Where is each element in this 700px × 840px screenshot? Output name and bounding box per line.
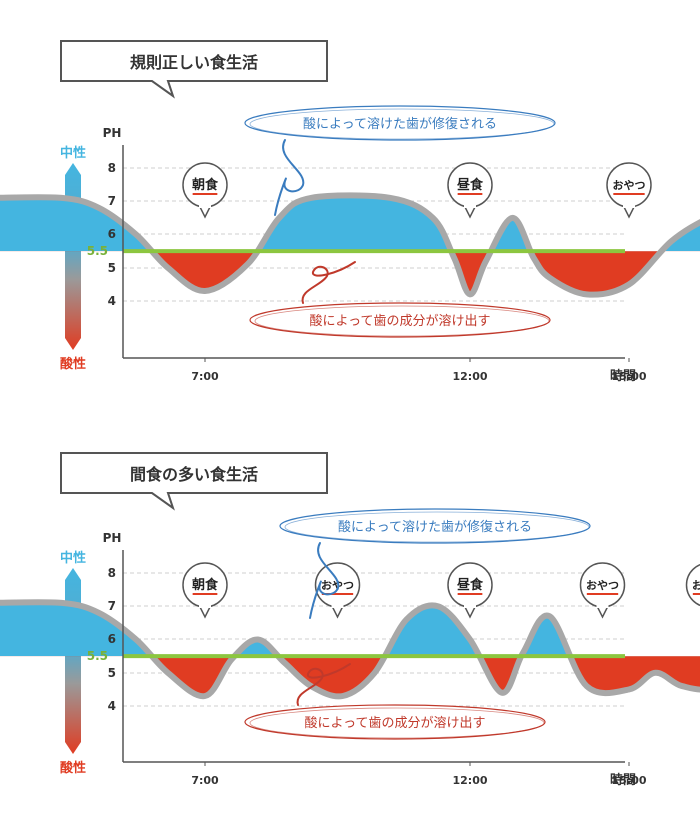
ph-chart-regular: 中性酸性5.5PH876547:0012:0015:0018:00時間朝食昼食お… xyxy=(0,105,700,384)
callout-outline xyxy=(249,302,551,338)
y-tick-label: 5 xyxy=(108,261,116,275)
event-label: 昼食 xyxy=(457,177,484,193)
callout-curl xyxy=(296,663,351,706)
event-label: 昼食 xyxy=(457,577,484,593)
y-tick-label: 6 xyxy=(108,632,116,646)
callout-outline-inner xyxy=(249,707,545,739)
callout-dissolve: 酸によって歯の成分が溶け出す xyxy=(244,663,546,740)
neutral-area xyxy=(0,195,700,252)
callout-text: 酸によって溶けた歯が修復される xyxy=(338,519,532,535)
event-bubble: 昼食 xyxy=(447,162,493,219)
threshold-label: 5.5 xyxy=(87,244,108,258)
ph-curve xyxy=(0,192,700,298)
x-tick-label: 12:00 xyxy=(452,774,487,787)
event-label: おやつ xyxy=(692,579,700,592)
event-bubble: おやつ xyxy=(579,562,626,619)
ph-chart-snacking: 中性酸性5.5PH876547:0012:0015:0018:00時間朝食おやつ… xyxy=(0,508,700,788)
callout-text: 酸によって歯の成分が溶け出す xyxy=(310,314,491,329)
event-label: おやつ xyxy=(586,579,619,592)
neutral-label: 中性 xyxy=(60,550,86,566)
chart-title-box-regular: 規則正しい食生活 xyxy=(60,40,328,99)
chart-title: 間食の多い食生活 xyxy=(129,465,258,484)
callout-outline-inner xyxy=(254,305,550,337)
y-tick-label: 6 xyxy=(108,227,116,241)
x-tick-label: 15:00 xyxy=(611,370,646,383)
callout-text: 酸によって歯の成分が溶け出す xyxy=(305,716,486,731)
ph-scale-bar xyxy=(65,163,81,350)
callout-outline xyxy=(244,105,556,141)
callout-curl xyxy=(309,542,340,619)
acid-label: 酸性 xyxy=(60,356,86,372)
y-tick-label: 4 xyxy=(108,294,116,308)
bubble-tail-mask xyxy=(623,203,635,208)
bubble-tail-mask xyxy=(199,203,211,208)
chart-title-box-snacking: 間食の多い食生活 xyxy=(60,452,328,511)
event-bubble: 朝食 xyxy=(182,562,228,619)
x-tick-label: 7:00 xyxy=(191,774,219,787)
callout-repair: 酸によって溶けた歯が修復される xyxy=(279,508,591,619)
y-tick-label: 8 xyxy=(108,161,116,175)
x-tick-label: 7:00 xyxy=(191,370,219,383)
bubble-tail-mask xyxy=(464,203,476,208)
callout-outline-inner xyxy=(284,511,590,543)
ph-axis-label: PH xyxy=(103,126,122,140)
acid-label: 酸性 xyxy=(60,760,86,776)
callout-outline-inner xyxy=(249,108,555,140)
event-label: 朝食 xyxy=(192,177,219,193)
y-tick-label: 5 xyxy=(108,666,116,680)
neutral-area xyxy=(0,602,700,657)
bubble-tail-mask xyxy=(331,603,344,608)
bubble-tail-mask xyxy=(464,603,476,608)
event-bubble: おやつ xyxy=(606,162,652,219)
event-bubble: 朝食 xyxy=(182,162,228,219)
x-tick-label: 12:00 xyxy=(452,370,487,383)
ph-scale-bar xyxy=(65,568,81,754)
time-axis-label: 時間 xyxy=(610,772,636,788)
ph-curve xyxy=(0,599,700,700)
callout-repair: 酸によって溶けた歯が修復される xyxy=(244,105,556,216)
event-label: 朝食 xyxy=(192,577,219,593)
event-bubble: おやつ xyxy=(685,563,700,607)
bubble-tail-mask xyxy=(199,603,211,608)
callout-dissolve: 酸によって歯の成分が溶け出す xyxy=(249,261,551,338)
x-tick-label: 15:00 xyxy=(611,774,646,787)
y-tick-label: 7 xyxy=(108,599,116,613)
callout-text: 酸によって溶けた歯が修復される xyxy=(303,116,497,132)
neutral-label: 中性 xyxy=(60,145,86,161)
callout-curl xyxy=(301,261,356,304)
threshold-label: 5.5 xyxy=(87,649,108,663)
callout-outline xyxy=(244,704,546,740)
y-tick-label: 7 xyxy=(108,194,116,208)
bubble-circle xyxy=(685,563,700,607)
event-bubble: 昼食 xyxy=(447,562,493,619)
callout-curl xyxy=(274,139,305,216)
ph-axis-label: PH xyxy=(103,531,122,545)
event-label: おやつ xyxy=(613,179,646,192)
y-tick-label: 8 xyxy=(108,566,116,580)
y-tick-label: 4 xyxy=(108,699,116,713)
time-axis-label: 時間 xyxy=(610,368,636,384)
chart-title: 規則正しい食生活 xyxy=(129,53,258,72)
callout-outline xyxy=(279,508,591,544)
bubble-tail-mask xyxy=(596,603,609,608)
